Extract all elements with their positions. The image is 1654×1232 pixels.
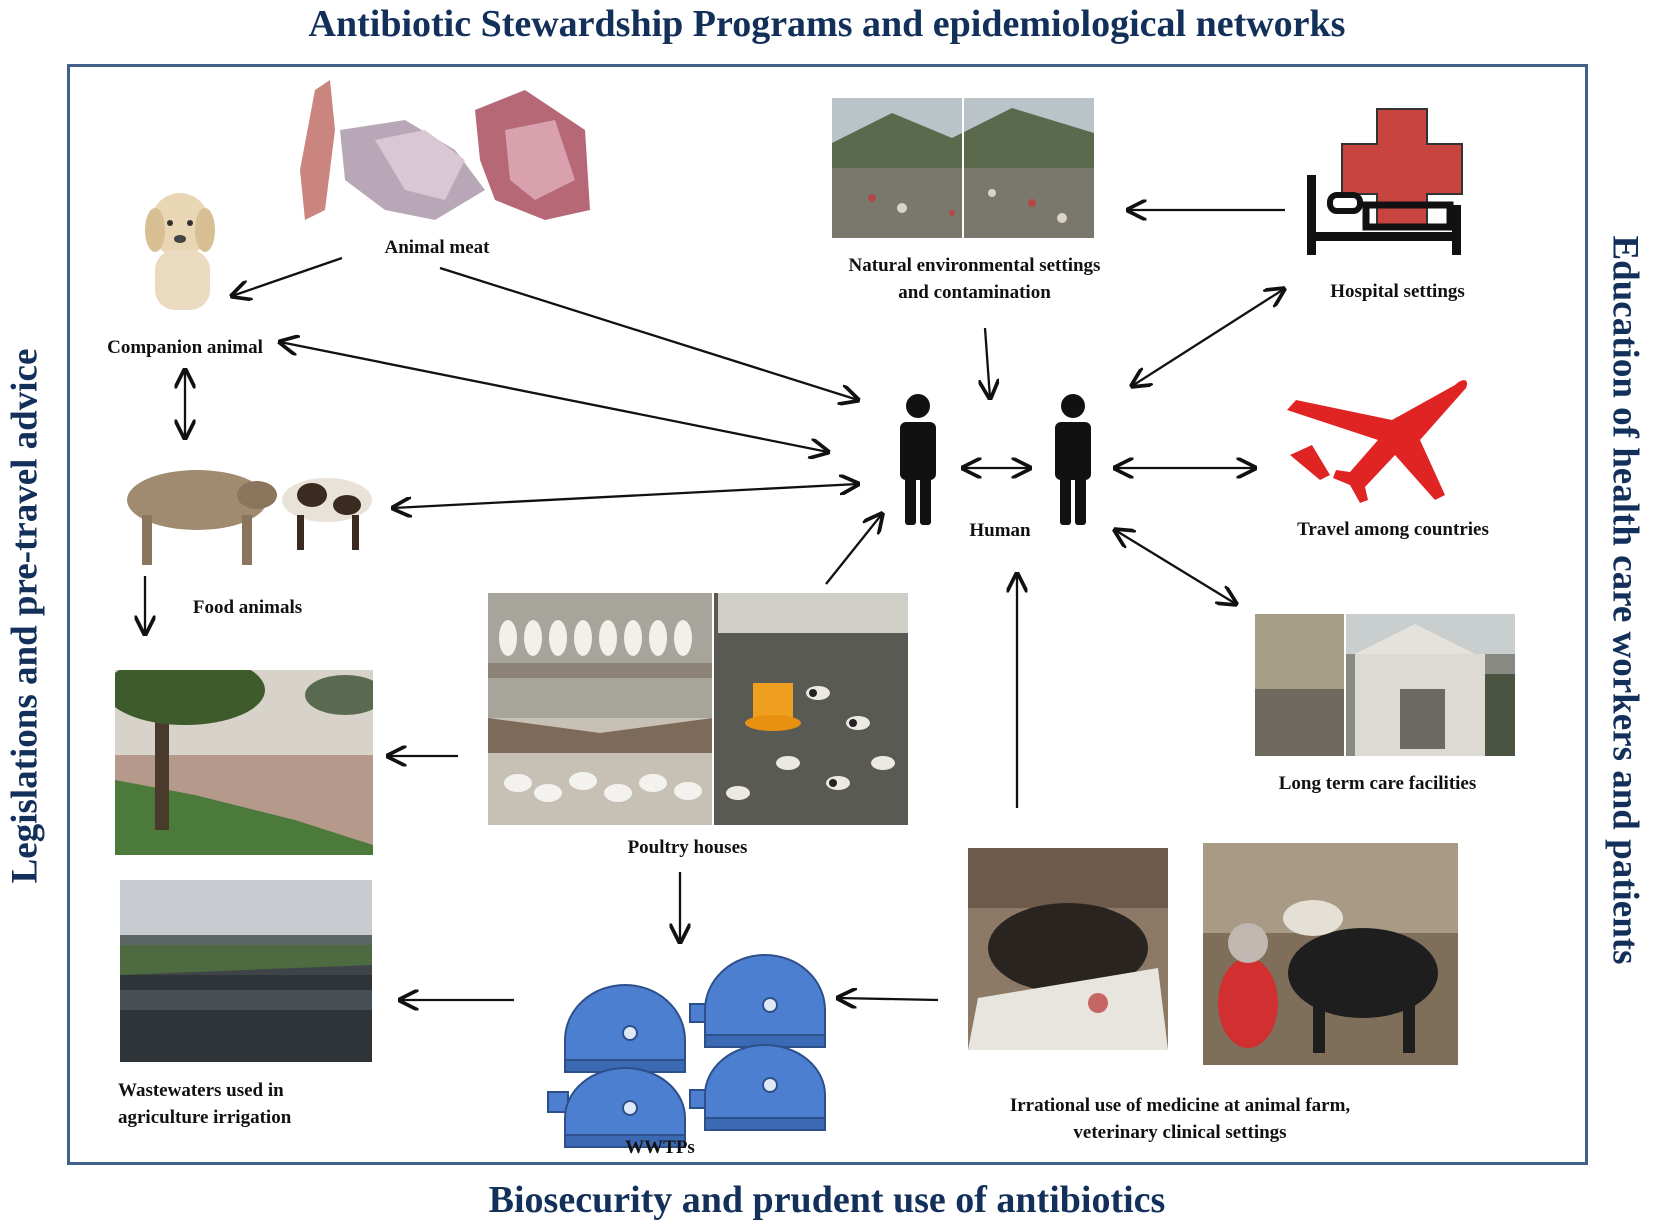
label-wwtps: WWTPs xyxy=(625,1137,695,1158)
poultry-houses-photo xyxy=(488,593,908,825)
animal-meat-photo xyxy=(285,70,615,225)
arrow-meat-to-human xyxy=(439,266,858,400)
food-animals-photo xyxy=(112,455,384,575)
river-photo xyxy=(115,670,373,855)
label-companion-animal: Companion animal xyxy=(107,337,263,358)
airplane-icon xyxy=(1287,380,1468,503)
label-long-term-care: Long term care facilities xyxy=(1278,773,1477,794)
person-icon xyxy=(1055,394,1091,525)
wastewater-photo xyxy=(120,880,372,1062)
label-natural-env-1: Natural environmental settings xyxy=(848,255,1101,276)
label-human: Human xyxy=(969,520,1031,541)
hospital-bed-icon xyxy=(1307,175,1461,255)
label-food-animals: Food animals xyxy=(192,597,303,618)
arrow-meat-to-companion xyxy=(232,256,343,296)
label-irrational-2: veterinary clinical settings xyxy=(1073,1122,1287,1143)
title-bottom: Biosecurity and prudent use of antibioti… xyxy=(488,1179,1166,1221)
label-travel: Travel among countries xyxy=(1297,519,1489,540)
long-term-care-photo xyxy=(1255,614,1515,756)
wwtp-tank-icon xyxy=(547,954,826,1148)
label-wastewater-1: Wastewaters used in xyxy=(118,1080,284,1101)
label-hospital: Hospital settings xyxy=(1330,281,1465,302)
arrow-human-longterm xyxy=(1115,530,1236,604)
label-animal-meat: Animal meat xyxy=(384,237,490,258)
buffalo-treatment-photo xyxy=(1203,843,1458,1065)
person-icon xyxy=(900,394,936,525)
arrow-farm-to-wwtp xyxy=(838,998,939,1000)
diagram-frame xyxy=(67,64,1588,1165)
label-poultry: Poultry houses xyxy=(627,837,748,858)
arrow-environment-to-human xyxy=(985,327,990,398)
sheep-treatment-photo xyxy=(968,848,1168,1050)
arrow-poultry-to-human xyxy=(825,514,882,585)
natural-environment-photo xyxy=(832,98,1094,238)
title-top: Antibiotic Stewardship Programs and epid… xyxy=(308,3,1346,45)
arrow-human-hospital xyxy=(1132,289,1284,386)
companion-animal-photo xyxy=(125,185,240,315)
arrow-companion-human xyxy=(280,342,828,452)
label-natural-env-2: and contamination xyxy=(898,282,1051,303)
label-irrational-1: Irrational use of medicine at animal far… xyxy=(1009,1095,1351,1116)
label-wastewater-2: agriculture irrigation xyxy=(118,1107,292,1128)
arrow-food-human xyxy=(393,484,858,508)
